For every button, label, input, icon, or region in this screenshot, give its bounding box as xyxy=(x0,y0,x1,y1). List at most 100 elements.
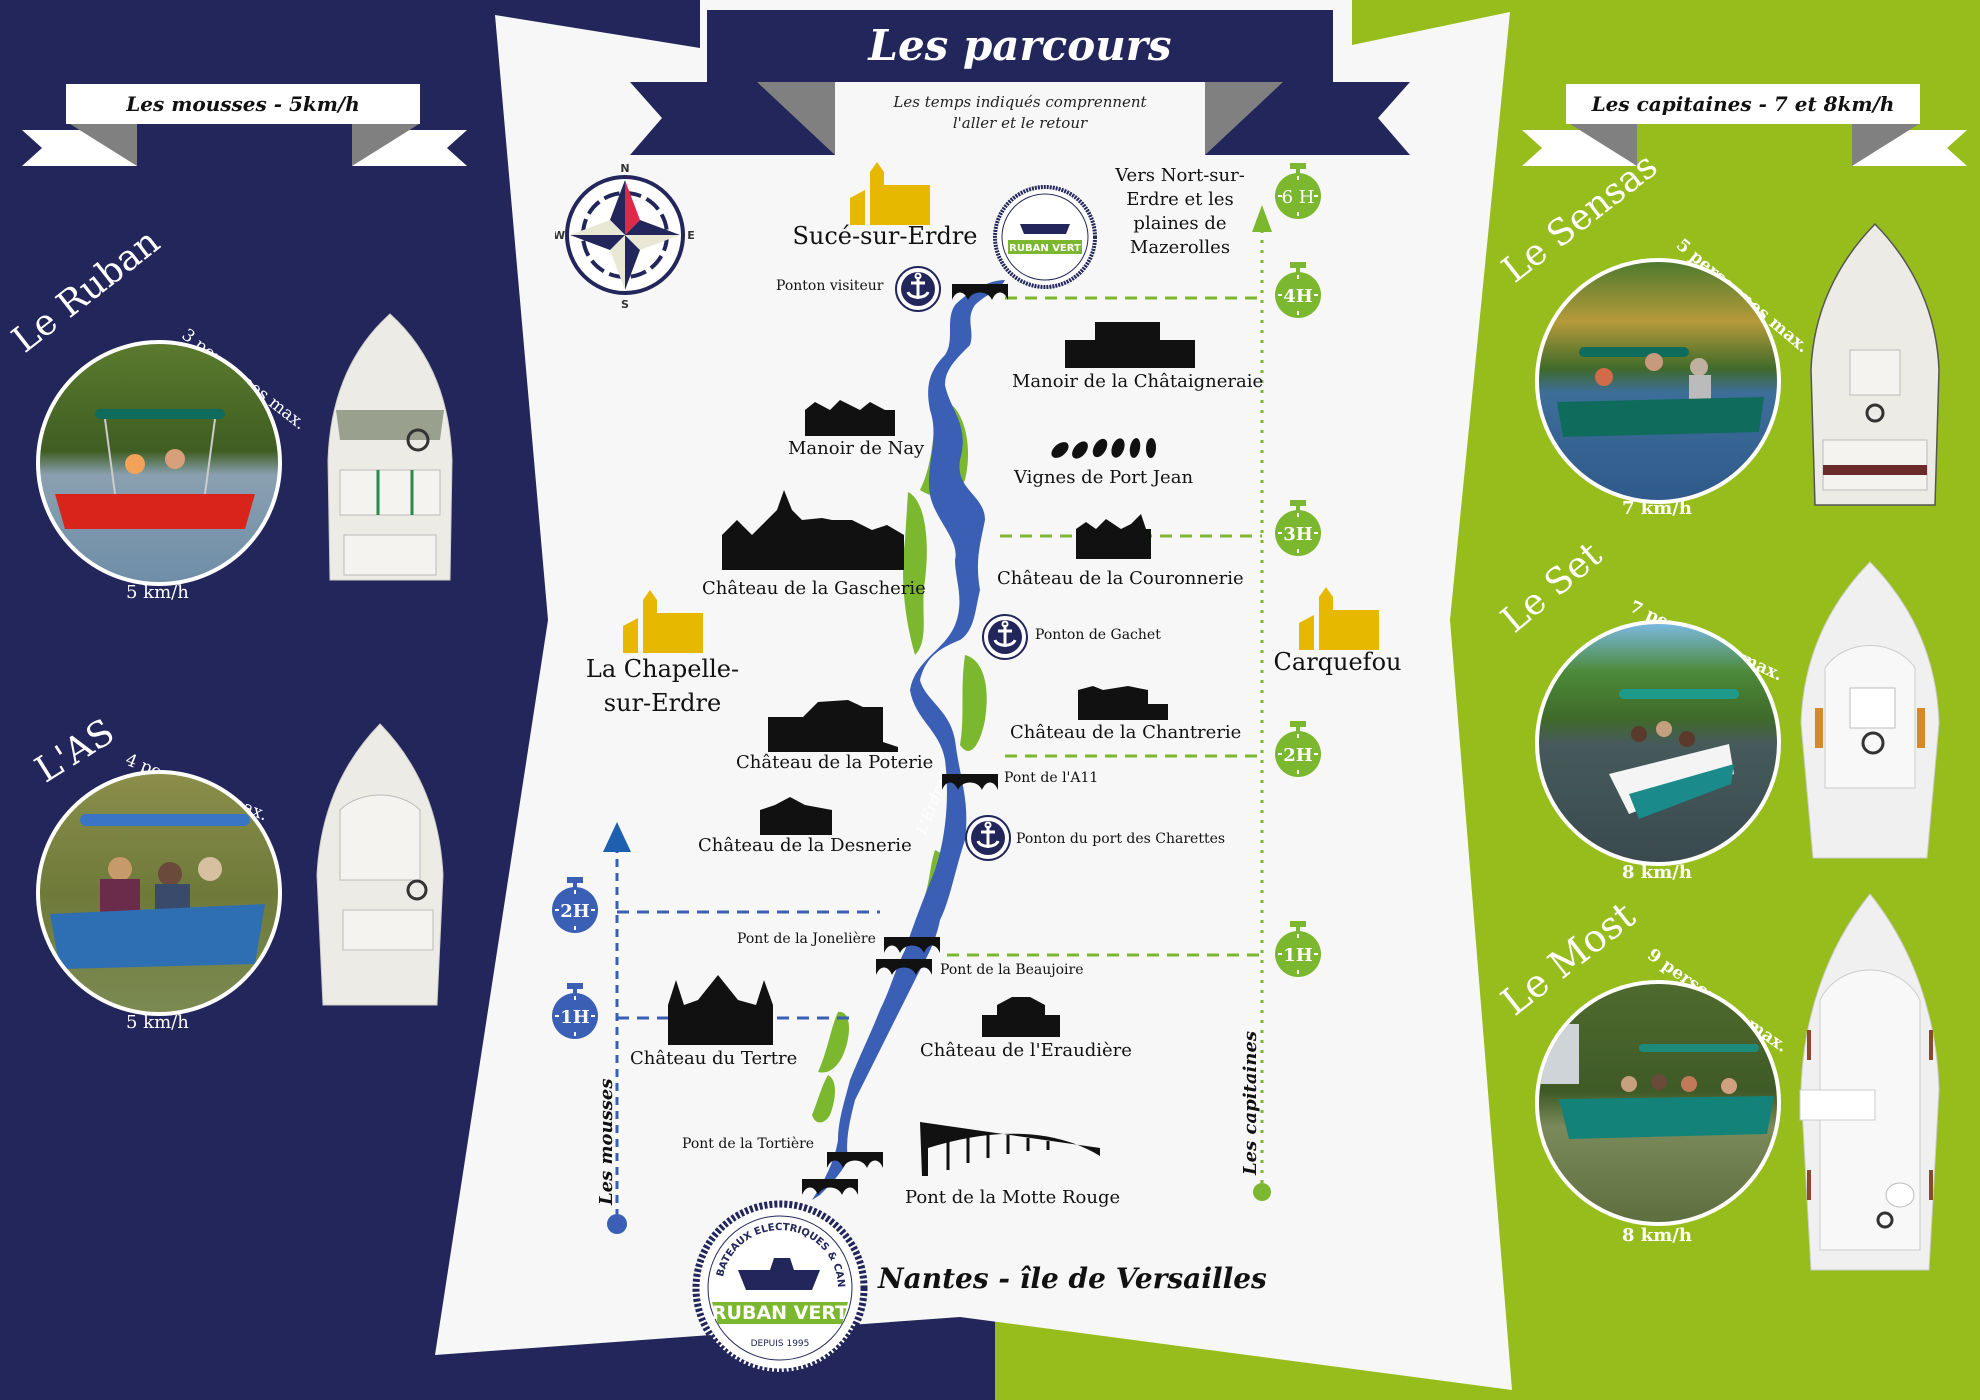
stopwatch-icon-6h: 6 H xyxy=(1274,163,1322,220)
capitaines-ribbon xyxy=(1522,84,1967,166)
svg-text:3H: 3H xyxy=(1283,524,1313,545)
note-line: Erdre et les xyxy=(1126,189,1234,210)
town-suce-sur-erdre: Sucé-sur-Erdre xyxy=(792,222,978,250)
boat-top-view xyxy=(316,723,444,1006)
landmark-chateau-du-tertre: Château du Tertre xyxy=(630,1048,798,1069)
landmark-manoir-de-la-chataigneraie: Manoir de la Châtaigneraie xyxy=(1012,371,1264,392)
boat-photo xyxy=(36,340,282,586)
note-line: plaines de xyxy=(1133,213,1227,234)
anchor-icon xyxy=(965,815,1011,861)
anchor-icon xyxy=(982,614,1028,660)
landmark-chateau-de-l-eraudiere: Château de l'Eraudière xyxy=(920,1040,1132,1061)
title-ribbon xyxy=(630,10,1410,155)
town-carquefou: Carquefou xyxy=(1273,648,1402,676)
landmark-vignes-de-port-jean: Vignes de Port Jean xyxy=(1014,467,1194,488)
mousses-end-dot xyxy=(607,1214,627,1234)
boat-top-view xyxy=(1810,222,1940,506)
mousses-ribbon xyxy=(22,84,467,166)
ponton-visiteur: Ponton visiteur xyxy=(776,278,884,294)
boat-card-le-ruban: Le Ruban 3 personnes max. 5 km/h xyxy=(5,221,460,610)
town-church-icon xyxy=(850,162,930,225)
town-nantes: Nantes - île de Versailles xyxy=(878,1262,1267,1295)
bridge-beaujoire: Pont de la Beaujoire xyxy=(940,962,1084,978)
boat-top-view xyxy=(1799,893,1940,1271)
note-line: Vers Nort-sur- xyxy=(1115,165,1245,186)
anchor-icon xyxy=(895,266,941,312)
stopwatch-icon-2h: 2H xyxy=(1274,721,1322,778)
bridge-icon xyxy=(884,937,940,953)
boat-speed: 8 km/h xyxy=(1622,1225,1692,1246)
stopwatch-icon-1h: 1H xyxy=(551,983,599,1040)
chateau-silhouette-icon xyxy=(668,975,773,1045)
bridge-icon xyxy=(942,774,998,790)
chateau-silhouette-icon xyxy=(768,700,898,752)
subtitle: Les temps indiqués comprennent l'aller e… xyxy=(820,92,1220,134)
boat-speed: 5 km/h xyxy=(126,582,189,603)
boat-photo xyxy=(1535,258,1781,504)
boat-top-view xyxy=(1800,561,1940,859)
landmark-chateau-de-la-poterie: Château de la Poterie xyxy=(736,752,934,773)
stopwatch-icon-4h: 4H xyxy=(1274,262,1322,319)
town-la-chapelle-sur-erdre: La Chapelle- sur-Erdre xyxy=(570,652,755,720)
capitaines-timeline-label: Les capitaines xyxy=(1240,1030,1261,1175)
town-name-line-1: La Chapelle- xyxy=(585,655,740,683)
svg-text:1H: 1H xyxy=(560,1007,590,1028)
chateau-silhouette-icon xyxy=(805,400,895,436)
svg-text:2H: 2H xyxy=(1283,745,1313,766)
capitaines-arrow xyxy=(1252,205,1272,232)
svg-text:1H: 1H xyxy=(1283,945,1313,966)
landmark-chateau-de-la-desnerie: Château de la Desnerie xyxy=(698,835,912,856)
page-title: Les parcours xyxy=(868,21,1172,70)
svg-text:2H: 2H xyxy=(560,901,590,922)
bridge-joneliere: Pont de la Jonelière xyxy=(737,931,876,947)
boat-card-le-most: Le Most 9 personnes max. 8 km/h xyxy=(1493,893,1970,1280)
logo-since-text: DEPUIS 1995 xyxy=(751,1339,810,1349)
chateau-silhouette-icon xyxy=(1076,514,1151,559)
town-church-icon xyxy=(1299,587,1379,650)
mousses-timeline-label: Les mousses xyxy=(596,1078,617,1205)
note-line: Mazerolles xyxy=(1129,237,1231,258)
stopwatch-icon-1h: 1H xyxy=(1274,921,1322,978)
island xyxy=(903,492,927,655)
compass-w: W xyxy=(555,229,565,242)
landmark-pont-de-la-motte-rouge: Pont de la Motte Rouge xyxy=(905,1187,1121,1208)
stopwatch-icon-3h: 3H xyxy=(1274,500,1322,557)
boat-card-las: L'AS 4 personnes max. 5 km/h xyxy=(20,711,460,1040)
chateau-silhouette-icon xyxy=(760,797,832,835)
bridge-icon xyxy=(876,959,932,975)
landmark-chateau-de-la-chantrerie: Château de la Chantrerie xyxy=(1010,722,1242,743)
chateau-silhouette-icon xyxy=(1078,686,1168,720)
mousses-banner: Les mousses - 5km/h xyxy=(126,92,360,116)
svg-text:4H: 4H xyxy=(1283,286,1313,307)
compass-n: N xyxy=(620,162,629,175)
svg-text:6 H: 6 H xyxy=(1282,187,1315,208)
chateau-silhouette-icon xyxy=(1065,322,1195,368)
vineyard-icon xyxy=(1051,438,1157,459)
boat-card-le-set: Le Set 7 personnes max. 8 km/h xyxy=(1494,534,1970,890)
boat-photo xyxy=(1535,980,1781,1226)
capitaines-end-dot xyxy=(1253,1183,1271,1201)
landmark-chateau-de-la-gascherie: Château de la Gascherie xyxy=(702,578,926,599)
boat-photo xyxy=(1535,620,1781,866)
river-erdre xyxy=(812,280,1005,1200)
compass-s: S xyxy=(621,298,629,310)
subtitle-line-2: l'aller et le retour xyxy=(952,114,1088,132)
ruban-vert-logo-small: RUBAN VERT xyxy=(993,185,1097,289)
landmark-chateau-de-la-couronnerie: Château de la Couronnerie xyxy=(997,568,1244,589)
town-church-icon xyxy=(623,590,703,653)
bridge-icon xyxy=(827,1152,883,1168)
boat-card-le-sensas: Le Sensas 5 personnes max. 7 km/h xyxy=(1495,145,1970,530)
ponton-de-gachet: Ponton de Gachet xyxy=(1035,627,1161,643)
ruban-vert-logo-large: BATEAUX ELECTRIQUES & CANOËS RUBAN VERT … xyxy=(690,1198,868,1376)
bridge-icon xyxy=(952,284,1008,300)
compass-e: E xyxy=(687,229,695,242)
boat-photo xyxy=(36,770,282,1016)
boat-speed: 7 km/h xyxy=(1622,498,1692,519)
island xyxy=(812,1075,835,1123)
compass-rose-icon: N S W E xyxy=(555,162,695,310)
landmark-manoir-de-nay: Manoir de Nay xyxy=(788,438,925,459)
ponton-du-port-des-charettes: Ponton du port des Charettes xyxy=(1016,831,1226,847)
arch-bridge-icon xyxy=(920,1122,1100,1176)
town-name-line-2: sur-Erdre xyxy=(603,689,722,717)
mousses-arrow xyxy=(603,822,631,852)
